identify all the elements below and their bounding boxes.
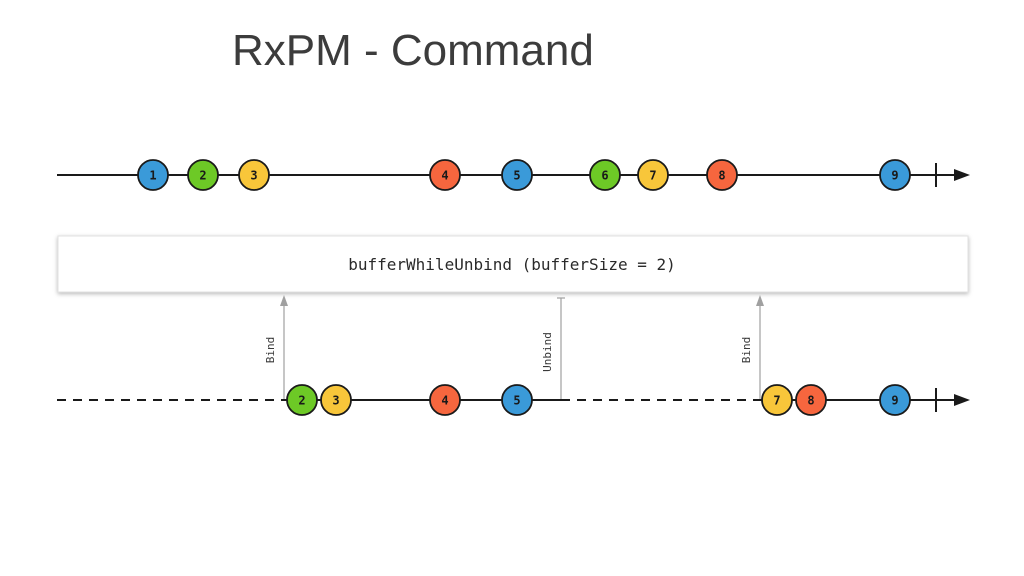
input-marble-1-circle: [137, 159, 169, 191]
input-marble-4: 4: [429, 159, 461, 191]
input-marble-9-label: 9: [891, 169, 898, 183]
output-marble-3-circle: [320, 384, 352, 416]
input-marble-3-label: 3: [250, 169, 257, 183]
input-marble-2: 2: [187, 159, 219, 191]
operator-label: bufferWhileUnbind (bufferSize = 2): [348, 255, 676, 274]
input-marble-8-circle: [706, 159, 738, 191]
output-marble-4-circle: [429, 384, 461, 416]
output-marble-5: 5: [501, 384, 533, 416]
output-marble-4: 4: [429, 384, 461, 416]
output-marble-2-circle: [286, 384, 318, 416]
input-marble-7: 7: [637, 159, 669, 191]
input-marble-9-circle: [879, 159, 911, 191]
output-arrow-head: [954, 394, 970, 406]
output-marble-3: 3: [320, 384, 352, 416]
input-marble-5-label: 5: [513, 169, 520, 183]
input-arrow-head: [954, 169, 970, 181]
output-marble-2: 2: [286, 384, 318, 416]
output-marble-9-circle: [879, 384, 911, 416]
signal-unbind: Unbind: [541, 297, 565, 400]
output-marble-3-label: 3: [332, 394, 339, 408]
input-marble-8: 8: [706, 159, 738, 191]
input-marbles: 1 2 3 4 5 6 7 8 9: [137, 159, 911, 191]
input-marble-3: 3: [238, 159, 270, 191]
operator-box: bufferWhileUnbind (bufferSize = 2): [57, 235, 969, 293]
output-marble-8: 8: [795, 384, 827, 416]
signal-bind-2: Bind: [740, 295, 764, 400]
input-marble-4-label: 4: [441, 169, 448, 183]
input-marble-8-label: 8: [718, 169, 725, 183]
input-marble-1: 1: [137, 159, 169, 191]
input-marble-6: 6: [589, 159, 621, 191]
signal-bind-1: Bind: [264, 295, 288, 400]
input-marble-5: 5: [501, 159, 533, 191]
signal-unbind-label: Unbind: [541, 332, 554, 372]
signal-bind-1-label: Bind: [264, 337, 277, 364]
output-marble-8-label: 8: [807, 394, 814, 408]
signal-bind-2-label: Bind: [740, 337, 753, 364]
output-marble-8-circle: [795, 384, 827, 416]
output-marble-5-circle: [501, 384, 533, 416]
output-marble-5-label: 5: [513, 394, 520, 408]
input-marble-7-circle: [637, 159, 669, 191]
input-marble-7-label: 7: [649, 169, 656, 183]
input-marble-9: 9: [879, 159, 911, 191]
operator-box-rect: [57, 235, 969, 293]
output-marble-4-label: 4: [441, 394, 448, 408]
output-marble-9: 9: [879, 384, 911, 416]
output-marble-7: 7: [761, 384, 793, 416]
input-marble-4-circle: [429, 159, 461, 191]
input-marble-5-circle: [501, 159, 533, 191]
output-marble-2-label: 2: [298, 394, 305, 408]
input-marble-3-circle: [238, 159, 270, 191]
input-marble-6-circle: [589, 159, 621, 191]
input-marble-2-circle: [187, 159, 219, 191]
output-marble-7-label: 7: [773, 394, 780, 408]
input-marble-1-label: 1: [149, 169, 156, 183]
output-marble-9-label: 9: [891, 394, 898, 408]
input-marble-6-label: 6: [601, 169, 608, 183]
signal-bind-1-arrow: [280, 295, 288, 306]
input-marble-2-label: 2: [199, 169, 206, 183]
signal-bind-2-arrow: [756, 295, 764, 306]
output-marbles: 2 3 4 5 7 8 9: [286, 384, 911, 416]
page-title: RxPM - Command: [232, 26, 594, 75]
output-marble-7-circle: [761, 384, 793, 416]
